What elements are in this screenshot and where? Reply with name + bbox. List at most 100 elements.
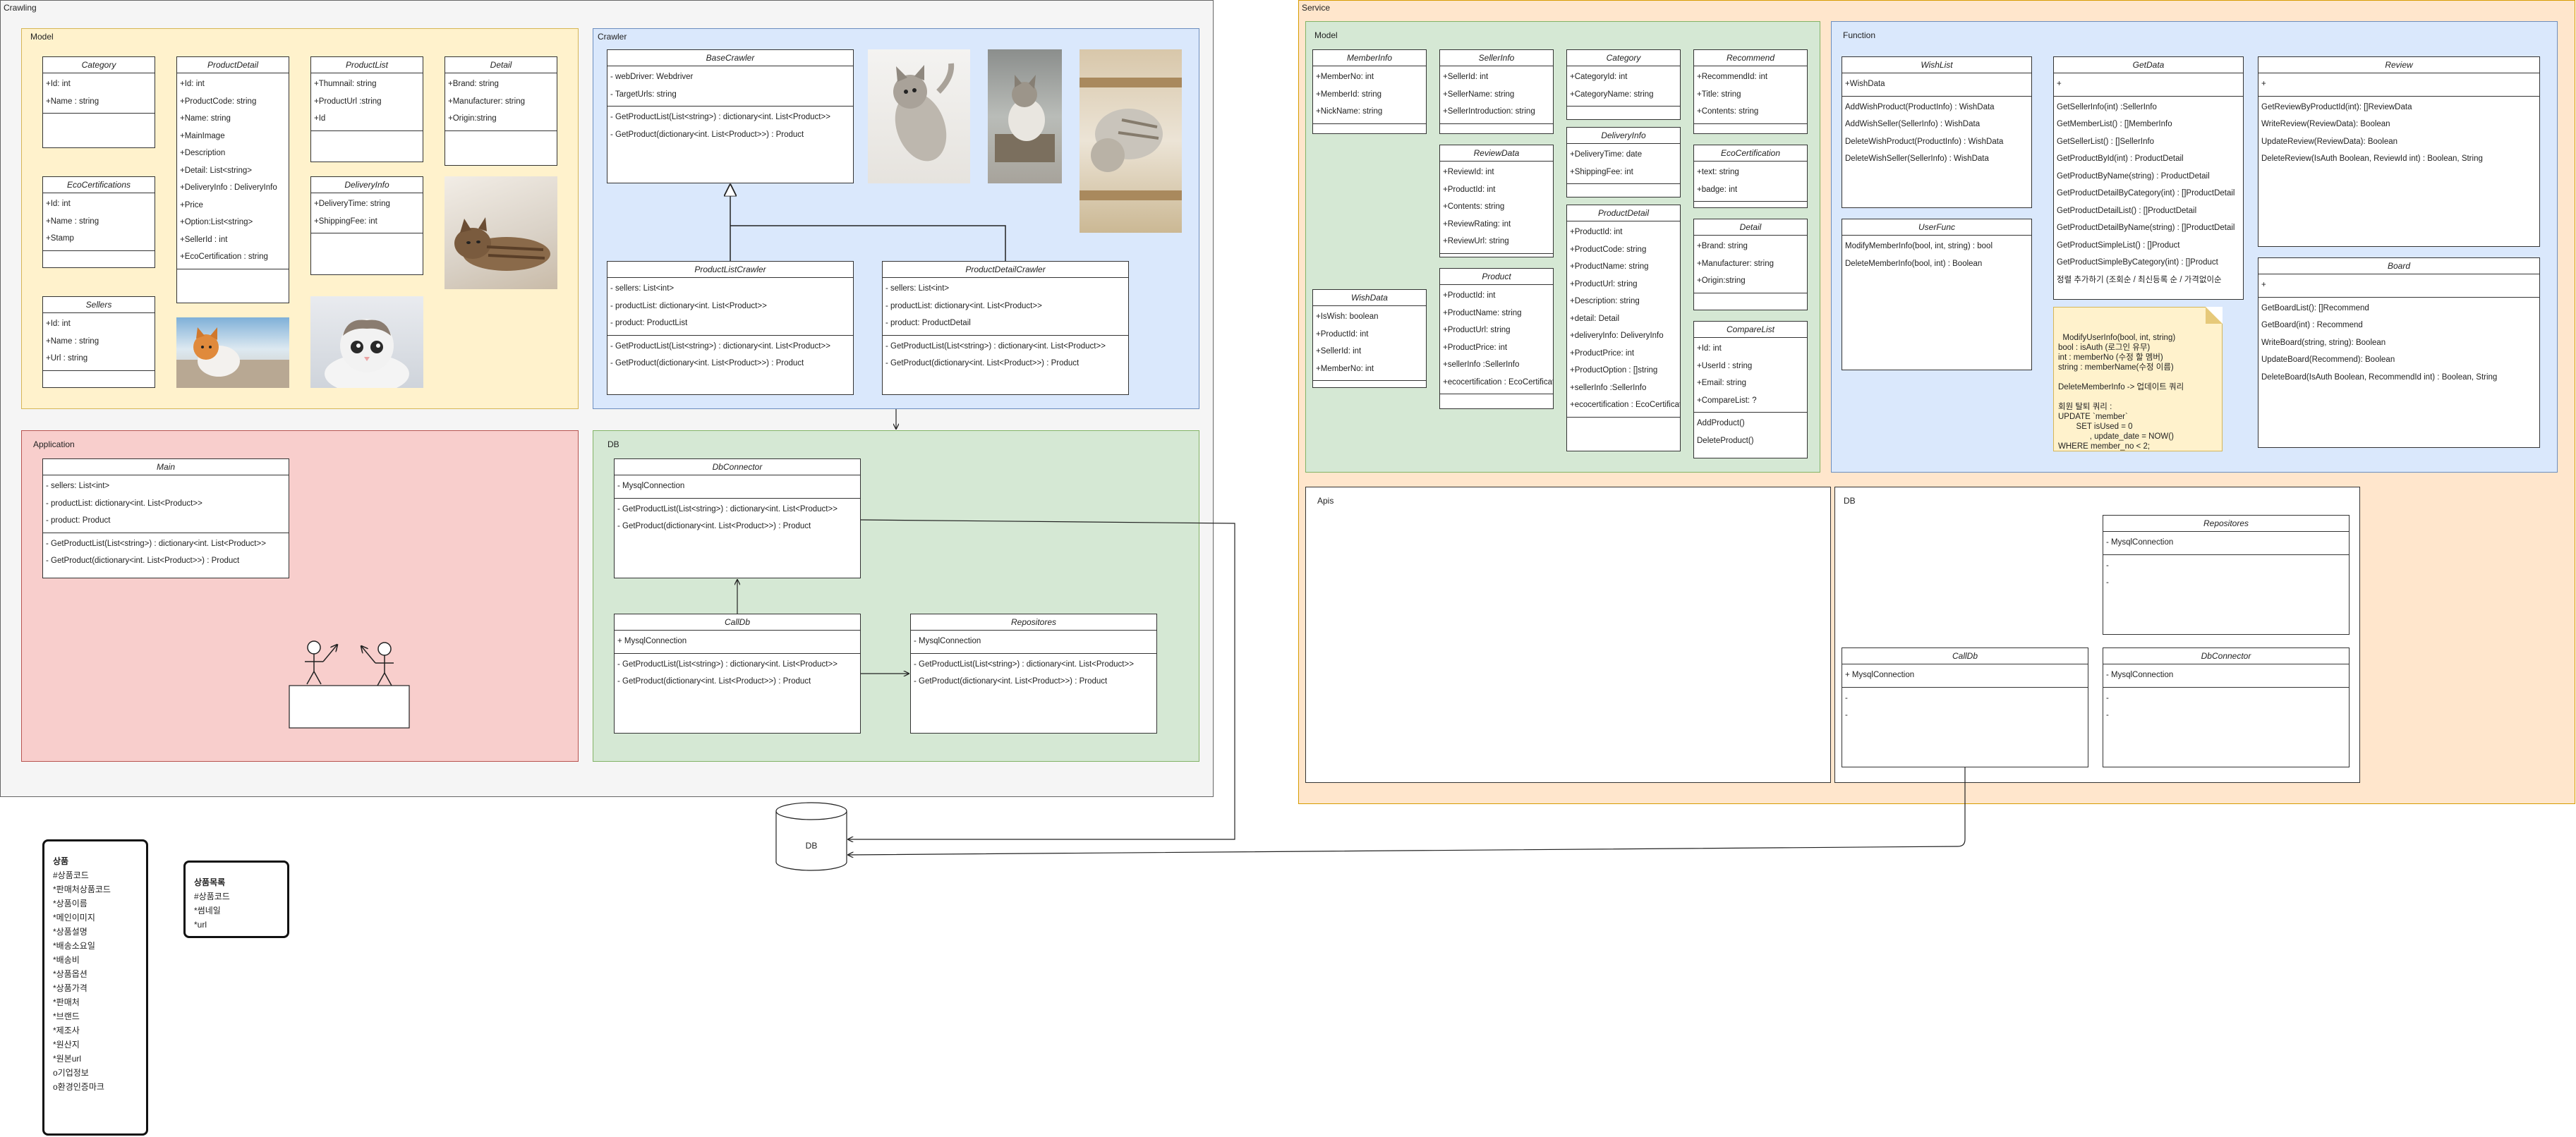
class-attribute: +Name : string: [46, 97, 99, 106]
class-method: AddWishSeller(SellerInfo) : WishData: [1845, 120, 1981, 128]
class-attributes: +ReviewId: int+ProductId: int+Contents: …: [1440, 162, 1553, 254]
class-method: - GetProductList(List<string>) : diction…: [46, 539, 266, 548]
class-delivery-info[interactable]: DeliveryInfo+DeliveryTime: string+Shippi…: [310, 176, 423, 275]
class-attribute: +Brand: string: [448, 80, 499, 88]
class-attribute: +CategoryId: int: [1570, 73, 1628, 81]
memo-row: *원본url: [53, 1054, 82, 1064]
class-title: WishData: [1313, 290, 1426, 306]
class-title: CompareList: [1694, 322, 1807, 338]
class-product-list[interactable]: ProductList+Thumnail: string+ProductUrl …: [310, 56, 423, 162]
class-service-detail[interactable]: Detail+Brand: string+Manufacturer: strin…: [1693, 219, 1808, 310]
class-attribute: - MysqlConnection: [2106, 671, 2174, 679]
class-recommend[interactable]: Recommend+RecommendId: int+Title: string…: [1693, 49, 1808, 134]
class-attribute: +: [2261, 281, 2266, 289]
class-attribute: +deliveryInfo: DeliveryInfo: [1570, 332, 1664, 340]
class-attribute: +text: string: [1697, 168, 1739, 176]
class-service-repositories[interactable]: Repositores- MysqlConnection--: [2103, 515, 2350, 635]
class-method: GetProductDetailByCategory(int) : []Prod…: [2057, 189, 2235, 197]
class-product-list-crawler[interactable]: ProductListCrawler- sellers: List<int>- …: [607, 261, 854, 395]
class-eco-certifications[interactable]: EcoCertifications+Id: int+Name : string+…: [42, 176, 155, 268]
class-attribute: +ShippingFee: int: [314, 217, 377, 226]
class-seller-info[interactable]: SellerInfo+SellerId: int+SellerName: str…: [1439, 49, 1554, 134]
class-attribute: +ReviewUrl: string: [1443, 237, 1509, 245]
class-attribute: +Email: string: [1697, 379, 1746, 387]
class-eco-certification[interactable]: EcoCertification+text: string+badge: int: [1693, 145, 1808, 208]
memo-product: 상품 #상품코드*판매처상품코드*상품이름*메인이미지*상품설명*배송소요일*배…: [42, 839, 148, 1136]
class-methods: - GetProductList(List<string>) : diction…: [615, 654, 860, 693]
class-attribute: DeleteMemberInfo(bool, int) : Boolean: [1845, 259, 1983, 268]
actor-table: [289, 685, 410, 729]
class-service-category[interactable]: Category+CategoryId: int+CategoryName: s…: [1566, 49, 1681, 120]
class-attribute: +Name : string: [46, 217, 99, 226]
class-method: GetProductSimpleByCategory(int) : []Prod…: [2057, 258, 2218, 267]
class-db-connector[interactable]: DbConnector- MysqlConnection- GetProduct…: [614, 458, 861, 578]
service-model-label: Model: [1314, 30, 1338, 40]
class-method: AddWishProduct(ProductInfo) : WishData: [1845, 102, 1995, 111]
memo-row: *배송소요일: [53, 941, 95, 951]
class-attribute: - MysqlConnection: [914, 637, 981, 645]
class-attribute: +RecommendId: int: [1697, 73, 1768, 81]
class-title: DeliveryInfo: [311, 177, 423, 193]
class-attributes: +: [2054, 73, 2243, 97]
class-service-call-db[interactable]: CallDb+ MysqlConnection--: [1842, 647, 2088, 767]
class-attributes: - MysqlConnection: [911, 631, 1156, 654]
class-sellers[interactable]: Sellers+Id: int+Name : string+Url : stri…: [42, 296, 155, 388]
class-attribute: +Description: string: [1570, 297, 1640, 305]
class-method: WriteBoard(string, string): Boolean: [2261, 338, 2386, 347]
class-methods: --: [1842, 688, 2088, 727]
class-attributes: - webDriver: Webdriver- TargetUrls: stri…: [607, 66, 853, 107]
class-repositories[interactable]: Repositores- MysqlConnection- GetProduct…: [910, 614, 1157, 734]
class-call-db[interactable]: CallDb+ MysqlConnection- GetProductList(…: [614, 614, 861, 734]
class-title: Category: [1567, 50, 1680, 66]
class-title: EcoCertifications: [43, 177, 155, 193]
class-method: GetBoard(int) : Recommend: [2261, 321, 2363, 329]
class-product-detail-crawler[interactable]: ProductDetailCrawler- sellers: List<int>…: [882, 261, 1129, 395]
class-attribute: +Origin:string: [1697, 276, 1746, 285]
class-attribute: - product: ProductList: [610, 319, 688, 327]
memo-row: *판매처상품코드: [53, 884, 111, 894]
class-service-db-connector[interactable]: DbConnector- MysqlConnection--: [2103, 647, 2350, 767]
class-main[interactable]: Main- sellers: List<int>- productList: d…: [42, 458, 289, 578]
class-base-crawler[interactable]: BaseCrawler- webDriver: Webdriver- Targe…: [607, 49, 854, 183]
cat-photo-kitten-window-art: [176, 327, 289, 388]
class-attribute: +SellerIntroduction: string: [1443, 107, 1535, 116]
class-service-product-detail[interactable]: ProductDetail+ProductId: int+ProductCode…: [1566, 205, 1681, 451]
class-member-info[interactable]: MemberInfo+MemberNo: int+MemberId: strin…: [1312, 49, 1427, 134]
class-detail[interactable]: Detail+Brand: string+Manufacturer: strin…: [445, 56, 557, 166]
cat-photo-shelf: [1080, 49, 1182, 233]
class-method: - GetProduct(dictionary<int. List<Produc…: [617, 677, 811, 686]
class-attribute: +ProductId: int: [1443, 185, 1496, 194]
class-title: Detail: [445, 57, 557, 73]
class-attribute: +SellerName: string: [1443, 90, 1515, 99]
class-review-data[interactable]: ReviewData+ReviewId: int+ProductId: int+…: [1439, 145, 1554, 257]
class-method: -: [1845, 693, 1848, 703]
class-title: Main: [43, 459, 289, 475]
class-method: - GetProductList(List<string>) : diction…: [610, 113, 830, 121]
class-attribute: +Title: string: [1697, 90, 1741, 99]
class-attribute: +Option:List<string>: [180, 218, 253, 226]
cat-photo-chair: [988, 49, 1062, 183]
class-attribute: +Brand: string: [1697, 242, 1748, 250]
class-wish-data[interactable]: WishData+IsWish: boolean+ProductId: int+…: [1312, 289, 1427, 388]
class-service-delivery-info[interactable]: DeliveryInfo+DeliveryTime: date+Shipping…: [1566, 127, 1681, 197]
class-product-detail[interactable]: ProductDetail+Id: int+ProductCode: strin…: [176, 56, 289, 303]
class-title: ReviewData: [1440, 145, 1553, 162]
class-product[interactable]: Product+ProductId: int+ProductName: stri…: [1439, 268, 1554, 409]
class-attributes: +SellerId: int+SellerName: string+Seller…: [1440, 66, 1553, 124]
class-category[interactable]: Category+Id: int+Name : string: [42, 56, 155, 148]
class-method: UpdateBoard(Recommend): Boolean: [2261, 355, 2395, 364]
class-attributes: ModifyMemberInfo(bool, int, string) : bo…: [1842, 236, 2031, 275]
class-attribute: +Manufacturer: string: [1697, 259, 1774, 268]
class-compare-list[interactable]: CompareList+Id: int+UserId : string+Emai…: [1693, 321, 1808, 458]
class-attribute: +Origin:string: [448, 114, 497, 123]
class-attributes: - MysqlConnection: [2103, 532, 2349, 555]
db-cylinder[interactable]: [775, 802, 847, 871]
class-review[interactable]: Review+GetReviewByProductId(int): []Revi…: [2258, 56, 2540, 247]
class-title: SellerInfo: [1440, 50, 1553, 66]
class-title: ProductDetailCrawler: [883, 262, 1128, 278]
crawling-frame-label: Crawling: [4, 3, 37, 13]
